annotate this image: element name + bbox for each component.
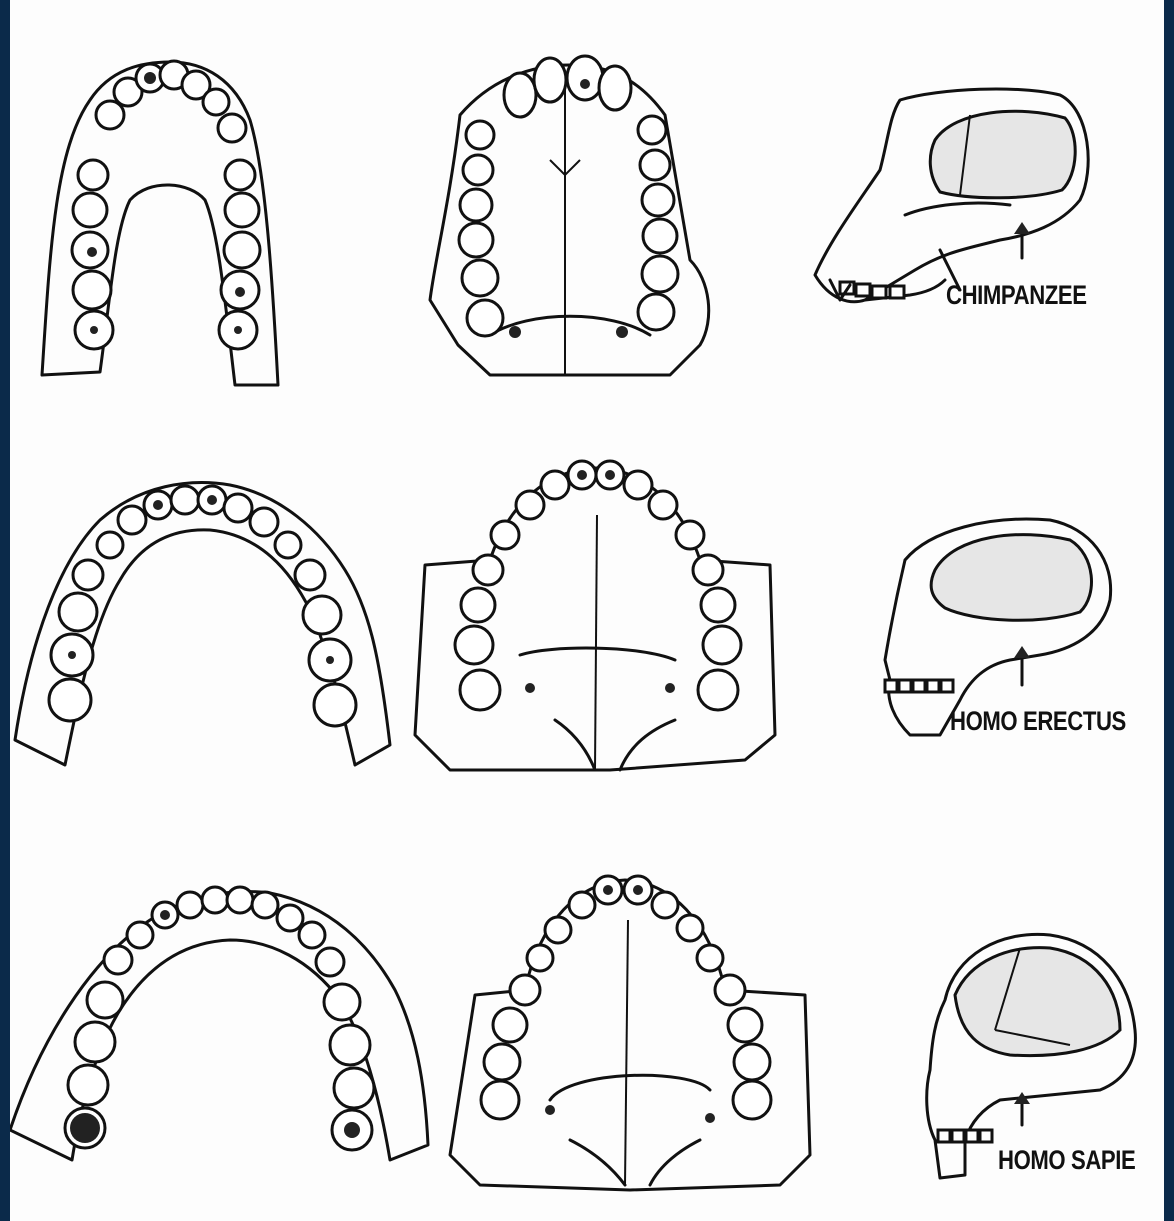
homo-erectus-label: HOMO ERECTUS [950,706,1126,737]
chimpanzee-maxilla [430,56,709,375]
figure-canvas: CHIMPANZEE HOMO ERECTUS HOMO SAPIE [10,0,1164,1221]
homo-erectus-maxilla [415,461,775,770]
chimpanzee-skull [815,89,1088,302]
homo-sapiens-label: HOMO SAPIE [998,1145,1135,1176]
homo-sapiens-skull [927,934,1136,1178]
homo-sapiens-mandible [10,887,428,1160]
chimpanzee-mandible [42,61,278,385]
homo-sapiens-maxilla [450,876,810,1190]
comparative-anatomy-illustration [10,0,1164,1221]
homo-erectus-mandible [15,483,390,765]
chimpanzee-label: CHIMPANZEE [946,280,1087,311]
homo-erectus-skull [885,519,1111,735]
